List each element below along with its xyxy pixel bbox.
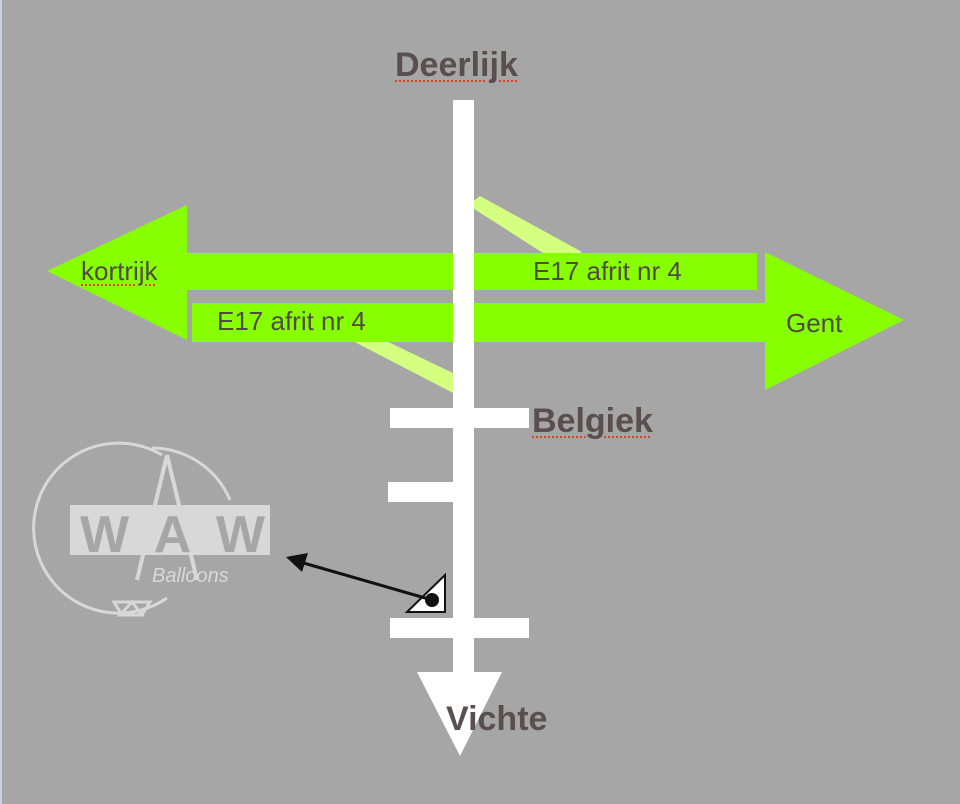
label-vichte: Vichte — [446, 700, 548, 738]
svg-text:WAW: WAW — [80, 506, 266, 564]
ramp-north-east — [468, 196, 582, 262]
svg-text:Balloons: Balloons — [152, 565, 229, 587]
highway-arrow-gent — [192, 252, 904, 390]
cross-street-2 — [388, 482, 454, 502]
waw-balloons-logo: WAW Balloons — [32, 441, 270, 617]
label-belgiek: Belgiek — [532, 402, 653, 440]
highway-arrow-kortrijk — [47, 205, 757, 340]
label-kortrijk: kortrijk — [81, 256, 158, 286]
label-deerlijk: Deerlijk — [395, 46, 518, 84]
road-arrow-head — [417, 672, 502, 756]
cross-street-1 — [390, 408, 529, 428]
label-exit-top: E17 afrit nr 4 — [533, 256, 682, 286]
pointer-arrow — [299, 560, 433, 602]
ramp-south-west — [347, 338, 457, 395]
pointer-arrow-head — [286, 553, 308, 572]
cross-street-3 — [390, 618, 529, 638]
main-road — [453, 100, 474, 680]
label-gent: Gent — [786, 308, 843, 338]
label-exit-bottom: E17 afrit nr 4 — [217, 306, 366, 336]
